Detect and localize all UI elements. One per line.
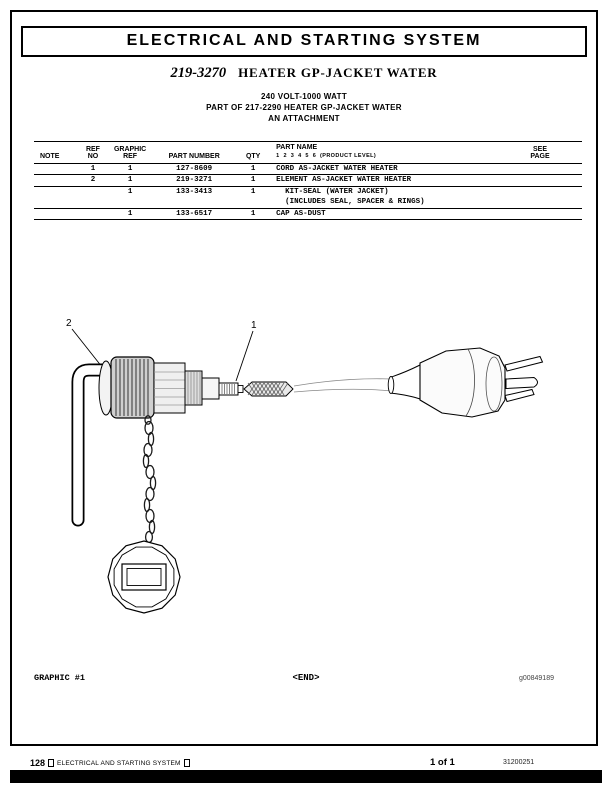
cell-part-number: 133-6517	[176, 209, 213, 218]
col-header-note: NOTE	[40, 153, 60, 160]
cell-qty: 1	[250, 176, 256, 184]
footer-system-title: ELECTRICAL AND STARTING SYSTEM	[57, 759, 181, 767]
cell-ref-no: 2	[90, 176, 96, 184]
cell-note	[34, 175, 72, 187]
plug-blade	[504, 355, 544, 372]
col-header-part-number: PART NUMBER	[168, 153, 220, 160]
cell-graphic-ref: 1	[127, 187, 133, 196]
box-glyph	[48, 759, 55, 767]
table-row: 1 133-3413 1 KIT-SEAL (WATER JACKET)	[34, 186, 582, 197]
cell-part-name: CAP AS-DUST	[276, 209, 326, 218]
cell-part-number: 127-8609	[176, 164, 213, 173]
cell-see-page	[498, 197, 582, 208]
callout-1-leader	[235, 330, 254, 382]
cord-line	[293, 388, 392, 393]
plug-ground-pin	[505, 376, 538, 390]
subtitle-line: 240 VOLT-1000 WATT	[260, 92, 348, 101]
table-row: 2 1 219-3271 1 ELEMENT AS-JACKET WATER H…	[34, 175, 582, 187]
cell-part-number: 133-3413	[176, 187, 213, 196]
box-glyph	[183, 759, 190, 767]
cell-see-page	[498, 163, 582, 175]
power-plug	[387, 347, 544, 418]
cell-part-name: KIT-SEAL (WATER JACKET)	[276, 187, 389, 196]
graphic-id: g00849189	[518, 675, 554, 682]
footer-page-of: 1 of 1	[430, 757, 455, 768]
cell-qty	[242, 197, 264, 208]
footer-document-number: 31200251	[503, 759, 535, 766]
page-border-frame: ELECTRICAL AND STARTING SYSTEM 219-3270 H…	[10, 10, 598, 746]
cell-ref-no	[72, 186, 114, 197]
col-header-qty: QTY	[245, 153, 261, 160]
cell-note	[34, 163, 72, 175]
graphic-number-label: GRAPHIC #1	[34, 673, 86, 683]
cell-part-name: (INCLUDES SEAL, SPACER & RINGS)	[276, 198, 425, 206]
graphic-1-drawing: 2	[66, 318, 544, 614]
footer-page-number: 128	[30, 758, 46, 768]
cell-ref-no	[72, 197, 114, 208]
table-row: 1 1 127-8609 1 CORD AS-JACKET WATER HEAT…	[34, 163, 582, 175]
cell-qty: 1	[250, 187, 256, 196]
cell-note	[34, 208, 72, 220]
cord-assembly	[243, 378, 392, 397]
element-assembly-body	[98, 356, 244, 419]
table-row: 1 133-6517 1 CAP AS-DUST	[34, 208, 582, 220]
table-row: (INCLUDES SEAL, SPACER & RINGS)	[34, 197, 582, 208]
plug-blade	[504, 388, 535, 403]
knurl-lines	[115, 359, 149, 416]
cell-see-page	[498, 175, 582, 187]
callout-2-label: 2	[66, 318, 72, 329]
cell-note	[34, 186, 72, 197]
part-group-name: HEATER GP-JACKET WATER	[238, 65, 438, 80]
cell-part-name: ELEMENT AS-JACKET WATER HEATER	[276, 176, 412, 184]
cell-ref-no: 1	[90, 164, 96, 173]
cell-note	[34, 197, 72, 208]
subtitle-block: 240 VOLT-1000 WATT PART OF 217-2290 HEAT…	[12, 91, 596, 124]
dust-cap	[107, 540, 181, 614]
cell-part-name: CORD AS-JACKET WATER HEATER	[276, 164, 398, 173]
cell-see-page	[498, 208, 582, 220]
cell-see-page	[498, 186, 582, 197]
cell-graphic-ref: 1	[127, 209, 133, 218]
chain	[142, 415, 157, 544]
callout-1: 1	[235, 320, 257, 382]
system-title-box: ELECTRICAL AND STARTING SYSTEM	[21, 26, 587, 57]
cell-qty: 1	[250, 209, 256, 218]
cell-ref-no	[72, 208, 114, 220]
subtitle-line: AN ATTACHMENT	[268, 114, 340, 123]
product-level-label: 1 2 3 4 5 6 (PRODUCT LEVEL)	[276, 153, 377, 159]
footer-left: 128 ELECTRICAL AND STARTING SYSTEM	[30, 758, 190, 768]
cell-qty: 1	[250, 164, 256, 173]
callout-1-label: 1	[251, 320, 257, 331]
cord-mesh	[243, 381, 294, 397]
system-title: ELECTRICAL AND STARTING SYSTEM	[126, 32, 482, 49]
part-group-title: 219-3270 HEATER GP-JACKET WATER	[12, 64, 596, 82]
cell-graphic-ref: 1	[127, 176, 133, 184]
cell-graphic-ref	[114, 197, 146, 208]
heater-element-tube	[71, 363, 113, 527]
cell-part-number	[146, 197, 242, 208]
cell-graphic-ref: 1	[127, 164, 133, 173]
end-marker: <END>	[292, 673, 320, 683]
cell-part-number: 219-3271	[176, 176, 213, 184]
part-group-number: 219-3270	[170, 65, 227, 81]
plug-body	[419, 347, 506, 418]
cord-line	[293, 378, 392, 387]
footer-bar	[10, 770, 602, 783]
subtitle-line: PART OF 217-2290 HEATER GP-JACKET WATER	[206, 103, 402, 112]
